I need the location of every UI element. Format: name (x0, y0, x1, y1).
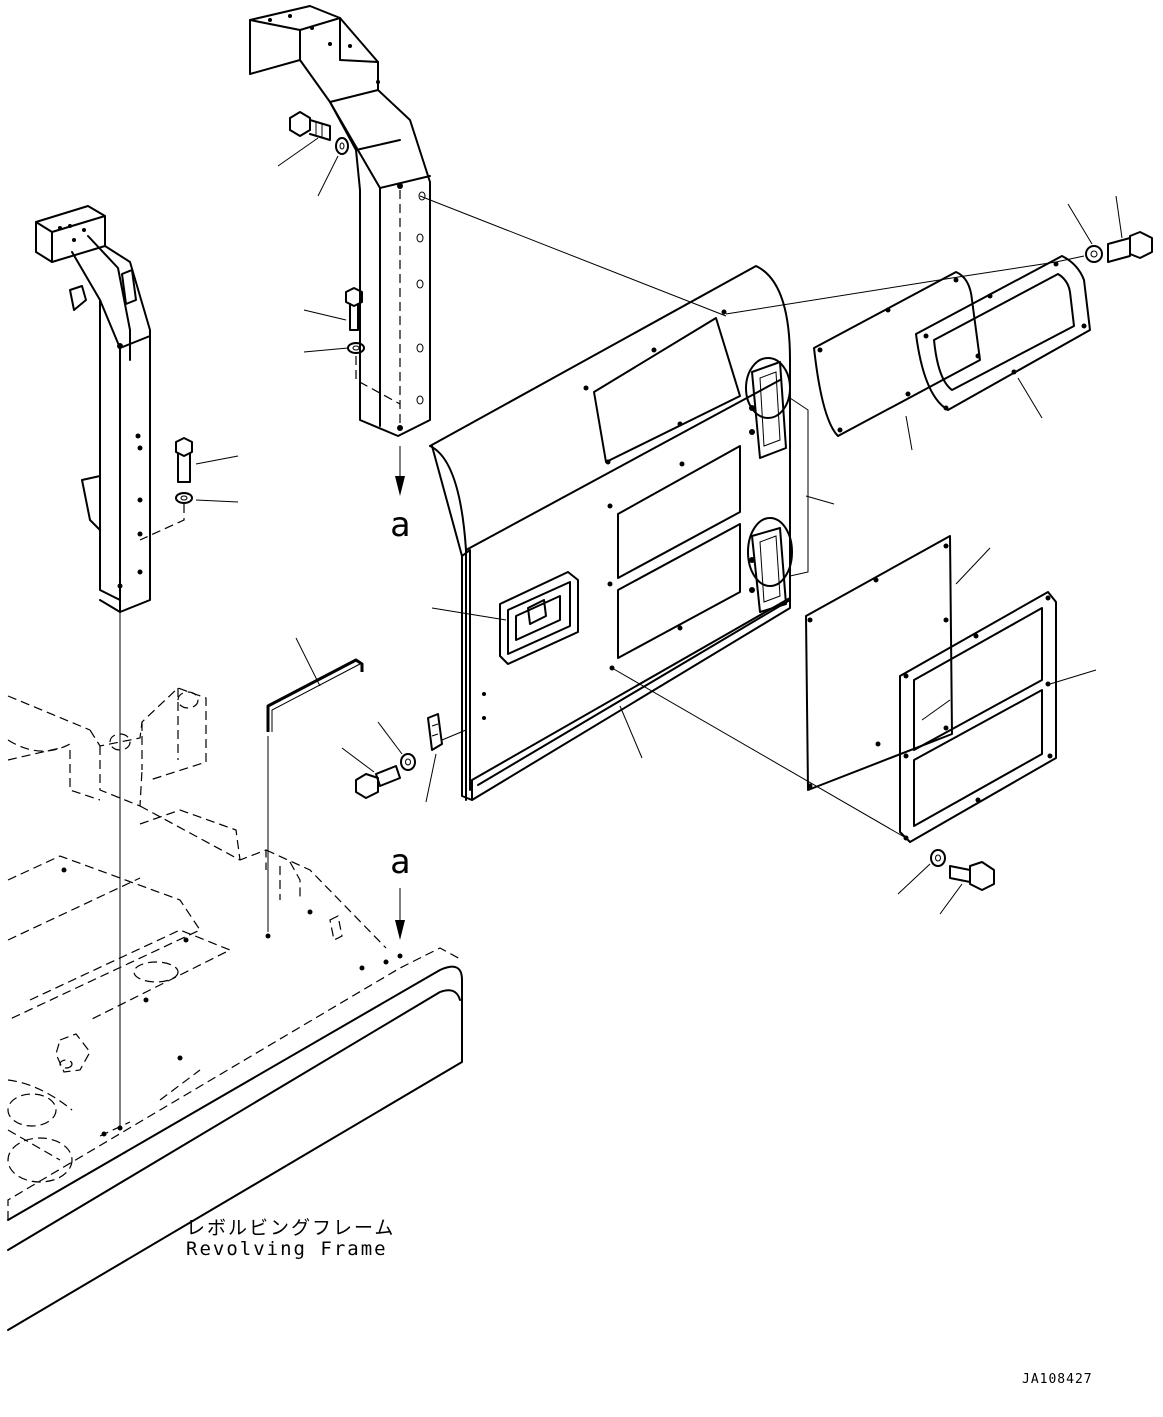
bolt-icon (1107, 231, 1153, 263)
side-door-panel (429, 265, 793, 801)
washer-icon (1085, 245, 1103, 263)
bolt-icon (355, 765, 401, 799)
bolt-icon (289, 111, 331, 141)
bolt-icon (949, 861, 995, 891)
frame-edge (7, 947, 463, 1331)
revolving-frame (7, 687, 389, 1183)
reference-marker-upper: a (390, 505, 411, 545)
washer-icon (400, 753, 416, 771)
striker-plate (427, 713, 443, 751)
bolt-icon (175, 437, 193, 483)
drawing-number: JA108427 (1022, 1372, 1093, 1387)
washer-icon (930, 849, 946, 867)
lower-cover-frame (899, 591, 1057, 843)
frame-label-japanese: レボルビングフレーム (186, 1217, 396, 1239)
upper-cover-frame (915, 255, 1091, 411)
lower-cover-plate (805, 535, 953, 791)
upper-cover-plate (813, 271, 981, 437)
reference-marker-lower: a (390, 842, 411, 882)
washer-icon (175, 492, 193, 504)
left-stay-bracket (35, 205, 151, 613)
stay-rod (266, 658, 364, 732)
bolt-icon (345, 287, 363, 331)
washer-icon (335, 137, 349, 155)
frame-label-english: Revolving Frame (186, 1238, 388, 1260)
rear-stay-bracket (249, 5, 431, 437)
washer-icon (347, 342, 365, 354)
